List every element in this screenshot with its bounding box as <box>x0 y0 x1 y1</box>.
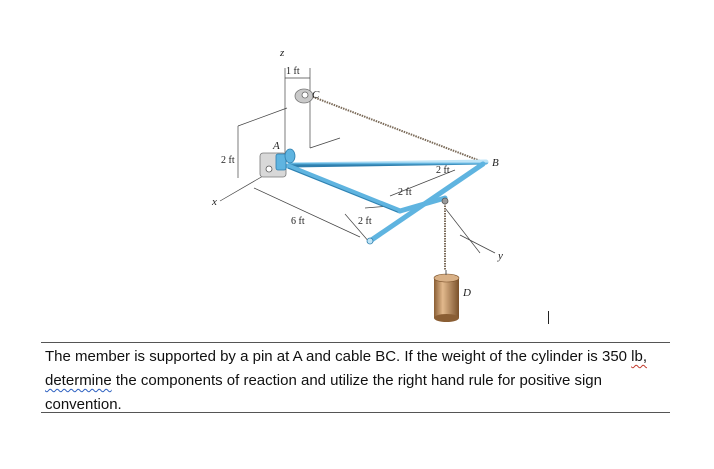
label-z: z <box>279 47 285 59</box>
label-d: D <box>462 287 471 299</box>
anchor-c <box>294 88 314 104</box>
text-cursor <box>548 311 549 324</box>
problem-line-1-text: The member is supported by a pin at A an… <box>45 348 632 365</box>
cable-ring <box>441 197 449 205</box>
label-x: x <box>211 196 217 208</box>
member-end-cap <box>366 237 374 245</box>
cylinder-d <box>433 270 460 322</box>
problem-line-3: convention. <box>45 393 685 417</box>
statics-figure: z x y A B C D 1 ft 2 ft 6 ft 2 ft 2 ft 2… <box>211 47 503 322</box>
top-rule <box>41 342 670 343</box>
problem-line-3-text: convention. <box>45 396 122 413</box>
dim-2ft-c-label: 2 ft <box>436 165 450 176</box>
member-rod-x <box>285 163 403 214</box>
dim-6ft-label: 6 ft <box>291 216 305 227</box>
label-b: B <box>492 157 499 169</box>
label-y: y <box>497 250 503 262</box>
problem-line-2-text: the components of reaction and utilize t… <box>111 372 602 389</box>
dim-2ft-a-label: 2 ft <box>358 216 372 227</box>
member-rod-main <box>287 159 489 168</box>
problem-line-2: determine the components of reaction and… <box>45 369 685 393</box>
label-c: C <box>312 89 320 101</box>
member-crossbar <box>397 195 448 214</box>
cable-bc <box>307 94 484 163</box>
grammar-flag-determine[interactable]: determine <box>45 372 112 389</box>
dim-left-label: 2 ft <box>221 155 235 166</box>
member-rod-x-edge <box>287 167 401 214</box>
y-axis <box>459 234 496 254</box>
bottom-rule <box>41 412 670 413</box>
dim-2ft-b-label: 2 ft <box>398 187 412 198</box>
pin-support-a <box>259 148 296 178</box>
spell-flag-lb[interactable]: lb, <box>631 348 648 365</box>
problem-line-1: The member is supported by a pin at A an… <box>45 345 685 369</box>
dim-top-label: 1 ft <box>286 66 300 77</box>
label-a: A <box>272 140 280 152</box>
problem-statement[interactable]: The member is supported by a pin at A an… <box>45 345 685 417</box>
